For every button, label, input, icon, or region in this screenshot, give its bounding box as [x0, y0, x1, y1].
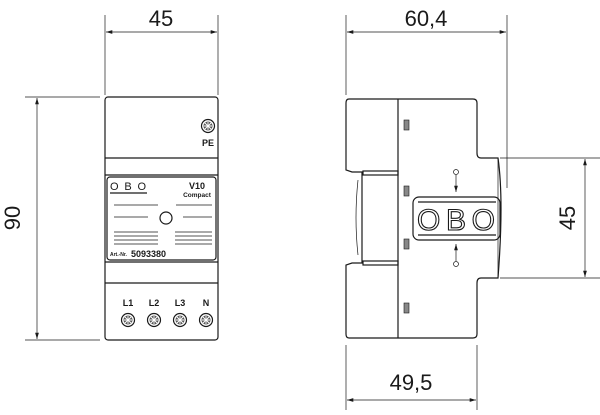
dimension-side-total-depth: 60,4 [345, 6, 508, 188]
terminal-label-l2: L2 [149, 298, 160, 308]
terminal-screw-icon [120, 312, 136, 328]
terminal-label-n: N [203, 298, 210, 308]
article-number: 5093380 [131, 249, 166, 259]
dimension-front-height: 90 [0, 96, 100, 341]
side-brand-logo: OBO [417, 204, 495, 237]
art-prefix: Art.-Nr. [110, 252, 128, 258]
dimension-side-body-depth: 49,5 [345, 345, 478, 410]
dimension-label: 45 [555, 206, 580, 230]
side-view: OBO [345, 98, 502, 339]
front-view: PE OBO V10 Compact Art.-Nr. 5093380 L1 L… [104, 96, 219, 341]
dimension-label: 90 [0, 206, 25, 230]
model-label: V10 [189, 181, 205, 191]
terminal-screw-icon [146, 312, 162, 328]
terminal-label-l1: L1 [123, 298, 134, 308]
terminal-screw-icon [198, 312, 214, 328]
dimension-side-rail-height: 45 [500, 157, 600, 279]
dimension-label: 45 [149, 6, 173, 31]
terminal-screw-icon [172, 312, 188, 328]
dimension-label: 60,4 [405, 6, 448, 31]
terminal-label-l3: L3 [175, 298, 186, 308]
dimension-label: 49,5 [390, 370, 433, 395]
brand-logo: OBO [110, 181, 146, 193]
model-sub-label: Compact [183, 192, 212, 199]
pe-terminal-screw-icon [200, 118, 216, 134]
side-brand-badge [412, 196, 501, 241]
pe-label: PE [202, 138, 214, 148]
dimension-front-width: 45 [104, 6, 219, 95]
